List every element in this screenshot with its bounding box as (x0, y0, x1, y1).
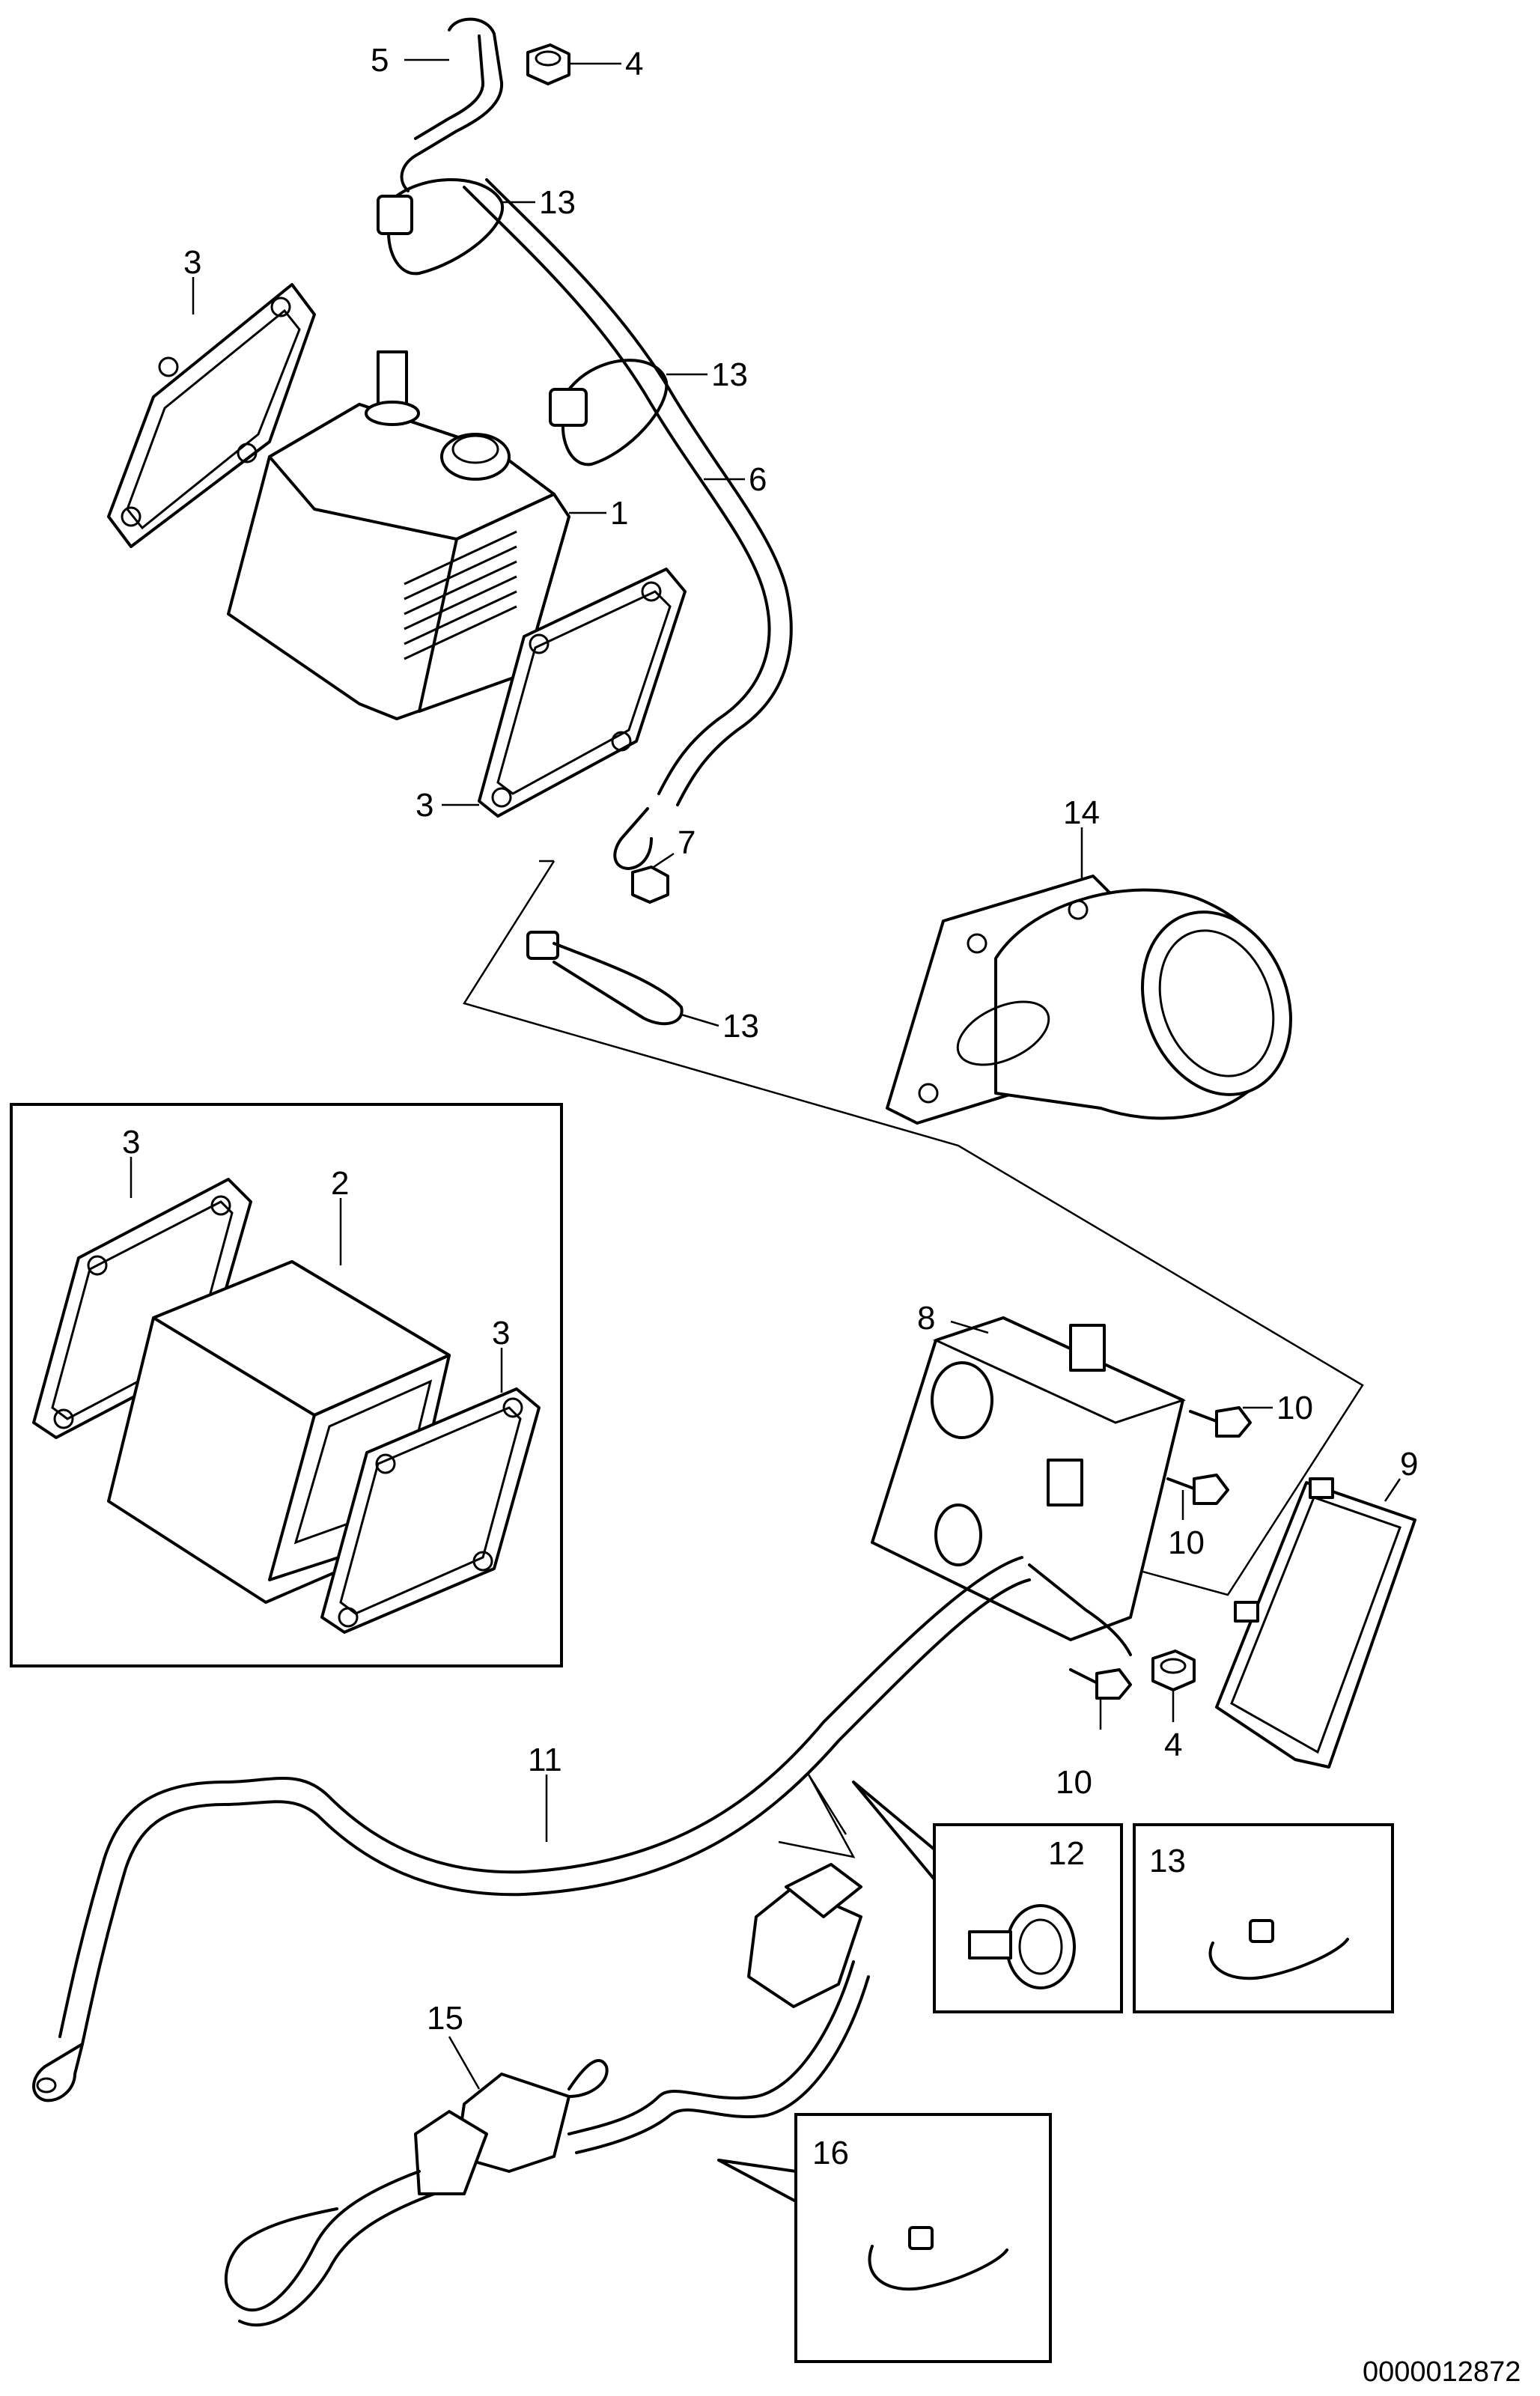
part-13-cable-tie-b (549, 359, 669, 466)
part-8-relay-unit (871, 1316, 1187, 1641)
group-outline-7-13 (463, 860, 1364, 1596)
part-12-grommet (968, 1904, 1076, 1989)
part-15-connector-harness (224, 1863, 870, 2327)
callout-3-a: 3 (183, 244, 201, 281)
part-5-hose (400, 17, 504, 192)
callout-4-top: 4 (625, 46, 643, 82)
part-6-cable (463, 186, 771, 795)
callout-9: 9 (1400, 1446, 1418, 1483)
part-3-gasket-upper (107, 283, 316, 548)
callout-14: 14 (1063, 794, 1100, 831)
part-3-gasket-inset-right (320, 1387, 541, 1634)
callout-3-b: 3 (416, 787, 433, 824)
callout-16: 16 (812, 2135, 849, 2171)
callout-10-a: 10 (1276, 1390, 1313, 1426)
inset-frame-part-13 (1133, 1823, 1394, 2013)
inset-frame-part-16 (794, 2113, 1052, 2363)
inset-frame-part-2 (10, 1103, 563, 1667)
callout-13-d: 13 (1149, 1843, 1186, 1879)
callout-13-a: 13 (539, 184, 576, 221)
part-4-nut-bottom (1151, 1649, 1196, 1691)
part-10-bolt-a (1189, 1406, 1252, 1438)
part-1-heater-block (227, 350, 570, 720)
callout-7: 7 (678, 824, 696, 861)
callout-12: 12 (1048, 1835, 1085, 1872)
part-13-cable-tie-d (1208, 1919, 1349, 1980)
part-10-bolt-b (1166, 1474, 1229, 1505)
part-16-cable-tie (868, 2226, 1008, 2291)
callout-1: 1 (610, 495, 628, 532)
callout-11: 11 (528, 1742, 562, 1778)
part-13-cable-tie-a (377, 178, 505, 276)
part-11-ring-terminal (32, 2043, 84, 2102)
callout-13-c: 13 (722, 1008, 759, 1045)
callout-4-bottom: 4 (1164, 1727, 1182, 1763)
part-11-cable-edge (81, 1578, 1031, 2046)
callout-15: 15 (427, 2000, 463, 2037)
part-13-cable-tie-c (526, 931, 684, 1026)
callout-3-inset-right: 3 (492, 1315, 510, 1351)
drawing-reference-code: 0000012872 (1363, 2356, 1521, 2388)
callout-13-b: 13 (711, 356, 748, 393)
part-9-cover (1215, 1477, 1416, 1769)
part-3-gasket-inset-left (32, 1178, 252, 1439)
callout-3-inset-left: 3 (122, 1124, 140, 1161)
part-14-intake-elbow (886, 875, 1292, 1125)
inset-pointer-16 (717, 2159, 797, 2203)
callout-10-b: 10 (1168, 1524, 1205, 1561)
callout-2: 2 (331, 1165, 349, 1202)
part-11-cable (58, 1556, 1023, 2038)
callout-5: 5 (371, 42, 389, 79)
inset-frame-part-12 (933, 1823, 1123, 2013)
inset-pointer-12 (852, 1781, 936, 1881)
part-7-terminal-nut (613, 807, 669, 904)
part-11-cable-to-terminal (1028, 1563, 1132, 1656)
callout-6: 6 (749, 461, 767, 498)
callout-10-c: 10 (1056, 1764, 1092, 1801)
part-10-bolt-c (1069, 1668, 1132, 1700)
part-3-gasket-lower (478, 568, 687, 818)
part-4-nut-top (526, 43, 570, 85)
callout-8: 8 (917, 1300, 935, 1337)
part-6-cable-edge (485, 178, 793, 806)
part-5-hose-inner (414, 34, 485, 140)
